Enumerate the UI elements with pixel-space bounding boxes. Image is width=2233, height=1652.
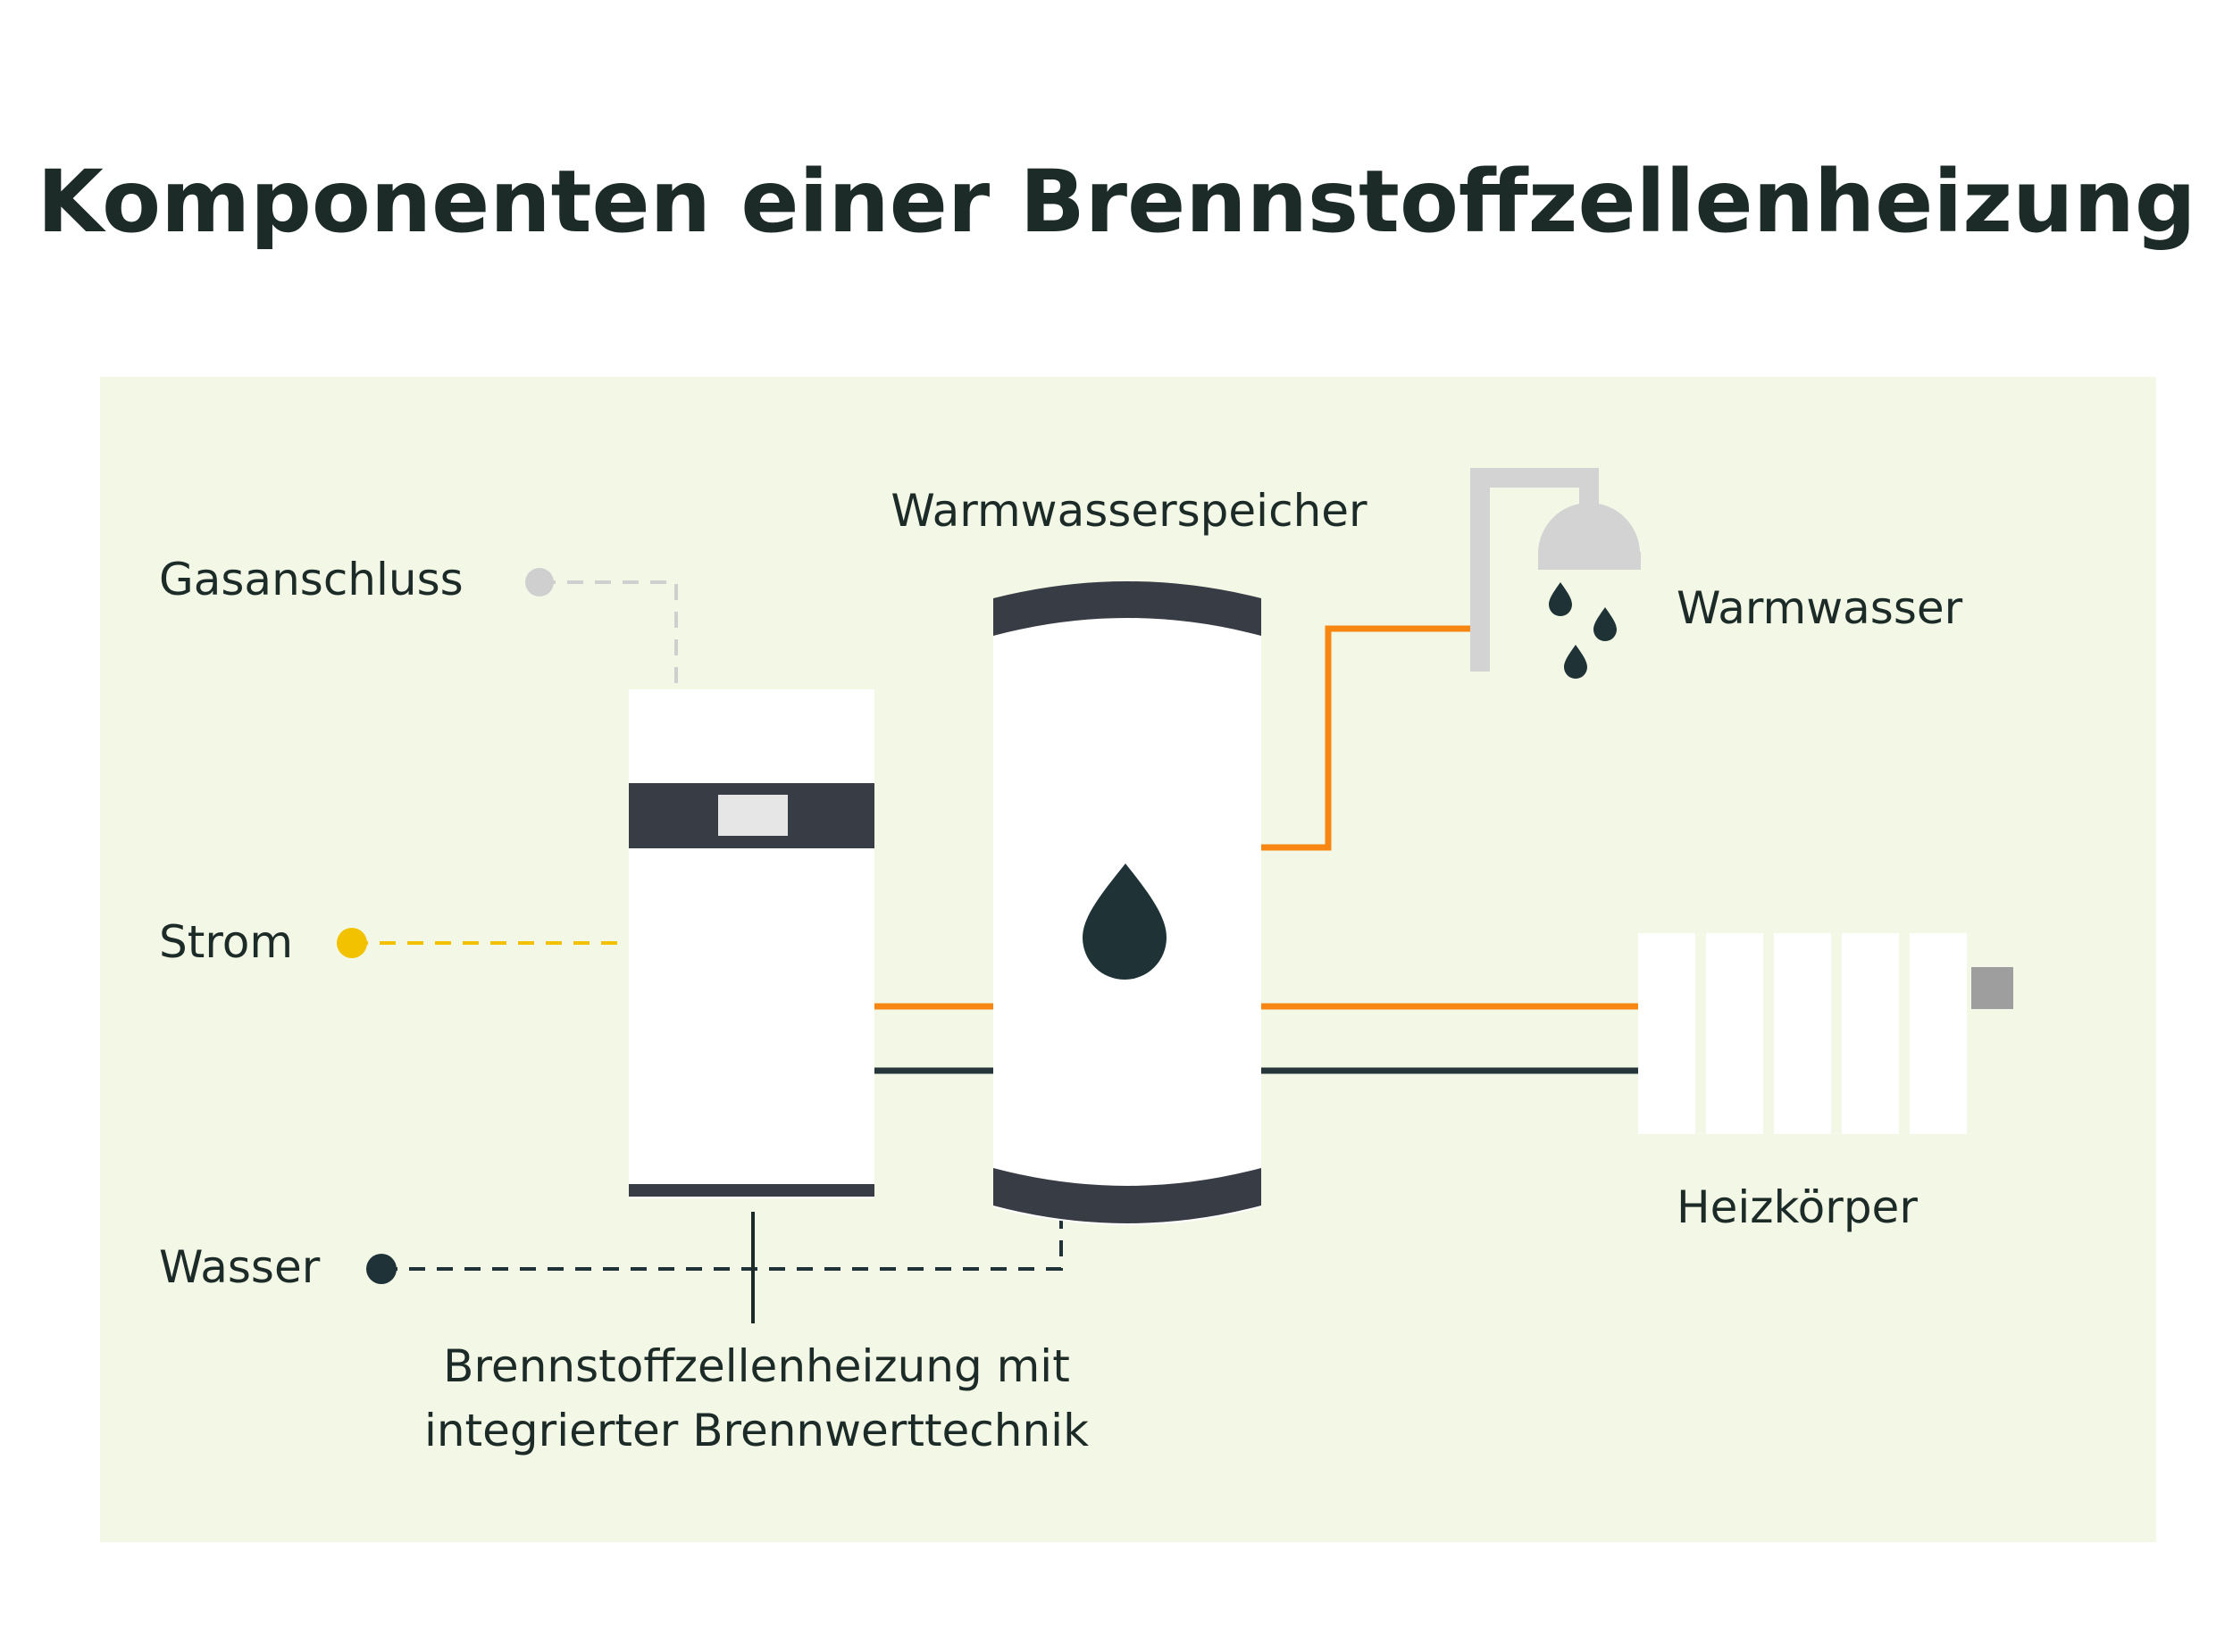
diagram: Gasanschluss Strom Wasser Warmwasserspei… (100, 377, 2156, 1542)
tank-bottom-cap (993, 1168, 1261, 1223)
strom-connection-dot (337, 928, 367, 958)
label-strom: Strom (159, 916, 293, 968)
label-brennstoffzelle-line2: integrierter Brennwerttechnik (424, 1405, 1089, 1456)
shower-icon (1470, 468, 1641, 679)
radiator-valve (1971, 967, 2013, 1009)
label-brennstoffzelle-line1: Brennstoffzellenheizung mit (443, 1340, 1070, 1392)
label-warmwasser: Warmwasser (1677, 582, 1963, 634)
wasser-connection-line (381, 1214, 1063, 1271)
label-gasanschluss: Gasanschluss (159, 554, 464, 605)
fuel-cell-heating-unit (629, 689, 874, 1198)
radiator-icon (1638, 933, 2013, 1134)
wasser-connection-dot (366, 1254, 397, 1284)
gas-connection-dot (525, 568, 554, 597)
water-drop-icon (1083, 864, 1167, 980)
gas-connection-line (539, 580, 678, 689)
hot-water-pipe-shower (1261, 625, 1480, 851)
display-screen (718, 795, 788, 836)
unit-base-stripe (629, 1184, 874, 1197)
label-wasser: Wasser (159, 1241, 321, 1293)
tank-top-cap (993, 581, 1261, 636)
label-heizkoerper: Heizkörper (1677, 1181, 1918, 1233)
label-warmwasserspeicher: Warmwasserspeicher (891, 485, 1367, 537)
hot-water-storage-tank (993, 581, 1261, 1225)
page-title: Komponenten einer Brennstoffzellenheizun… (37, 152, 2196, 252)
